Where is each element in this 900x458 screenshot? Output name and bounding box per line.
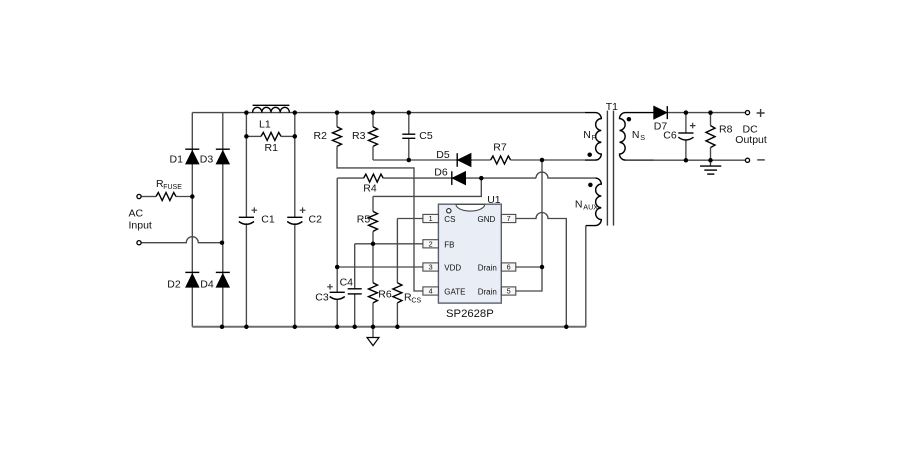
svg-text:C5: C5 [419, 130, 433, 142]
svg-text:C1: C1 [261, 214, 275, 226]
svg-text:C2: C2 [309, 214, 323, 226]
svg-text:R6: R6 [378, 289, 392, 301]
svg-text:R3: R3 [352, 130, 366, 142]
svg-text:U1: U1 [487, 194, 501, 206]
svg-text:R8: R8 [719, 124, 733, 136]
svg-text:AUX: AUX [583, 202, 598, 211]
svg-text:Drain: Drain [478, 264, 497, 273]
svg-text:C3: C3 [315, 291, 329, 303]
svg-text:CS: CS [411, 297, 421, 304]
svg-text:6: 6 [507, 263, 511, 272]
svg-text:FB: FB [444, 240, 454, 249]
svg-text:R: R [156, 178, 164, 190]
svg-text:D3: D3 [200, 154, 214, 166]
svg-text:C4: C4 [340, 277, 354, 289]
svg-text:D7: D7 [654, 120, 668, 132]
svg-text:P: P [592, 133, 597, 142]
svg-text:5: 5 [507, 287, 511, 296]
svg-text:Drain: Drain [478, 288, 497, 297]
svg-text:CS: CS [444, 215, 455, 224]
svg-text:R1: R1 [265, 142, 279, 154]
svg-text:S: S [640, 133, 645, 142]
svg-text:SP2628P: SP2628P [446, 308, 494, 320]
svg-text:D5: D5 [436, 149, 450, 161]
svg-text:Output: Output [735, 134, 767, 146]
svg-text:D6: D6 [434, 166, 448, 178]
svg-text:AC: AC [129, 208, 144, 220]
svg-text:C6: C6 [663, 130, 677, 142]
svg-text:R5: R5 [357, 214, 371, 226]
svg-text:D4: D4 [200, 279, 214, 291]
svg-text:T1: T1 [606, 101, 618, 113]
svg-text:N: N [632, 129, 640, 141]
svg-text:3: 3 [429, 263, 433, 272]
svg-text:2: 2 [429, 239, 433, 248]
svg-text:GND: GND [478, 215, 496, 224]
svg-text:DC: DC [743, 124, 759, 136]
svg-text:L1: L1 [259, 119, 271, 131]
svg-text:7: 7 [507, 214, 511, 223]
svg-text:4: 4 [429, 287, 433, 296]
svg-text:D1: D1 [170, 154, 184, 166]
svg-text:Input: Input [129, 220, 152, 232]
svg-text:R: R [404, 291, 412, 303]
svg-text:1: 1 [429, 214, 433, 223]
svg-text:D2: D2 [167, 279, 181, 291]
svg-text:GATE: GATE [444, 288, 465, 297]
svg-text:VDD: VDD [444, 264, 461, 273]
svg-text:N: N [575, 199, 583, 211]
svg-text:R4: R4 [363, 183, 377, 195]
svg-text:N: N [583, 129, 591, 141]
svg-text:FUSE: FUSE [163, 184, 182, 191]
svg-text:R7: R7 [493, 142, 507, 154]
svg-text:R2: R2 [314, 130, 328, 142]
